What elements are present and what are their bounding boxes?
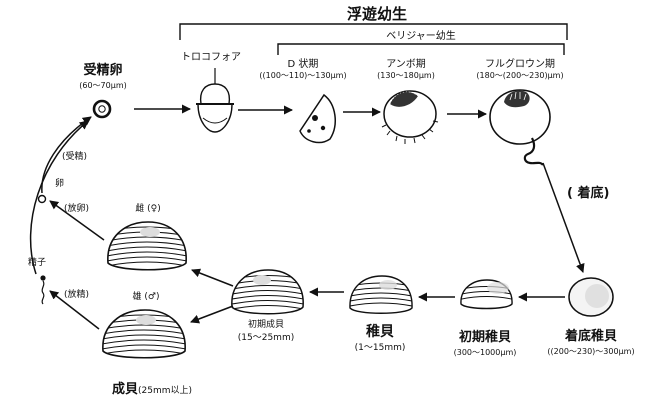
planktonic-bracket	[179, 23, 568, 40]
d-shaped-larva-icon	[299, 93, 336, 144]
juvenile-label: 稚貝	[366, 324, 394, 340]
adult-label: 成貝(25mm以上)	[112, 379, 192, 397]
umbo-larva-icon	[381, 90, 439, 144]
male-adult-shell-icon	[102, 309, 186, 359]
d-shaped-size: ((100〜110)〜130μm)	[259, 71, 347, 80]
early-juvenile-shell-icon	[460, 279, 513, 310]
pediveliger-size: (180〜(200〜230)μm)	[476, 71, 564, 80]
fertilized-egg-label: 受精卵	[83, 63, 123, 78]
female-adult-shell-icon	[107, 221, 187, 271]
umbo-label: アンボ期	[386, 59, 426, 70]
adult-name: 成貝	[112, 382, 139, 397]
adult-size: (25mm以上)	[138, 386, 193, 396]
veliger-larva-label: ベリジャー幼生	[386, 31, 456, 42]
early-juvenile-size: (300〜1000μm)	[453, 348, 517, 357]
settled-spat-label: 着底稚貝	[564, 329, 618, 344]
pediveliger-icon	[489, 89, 551, 166]
early-adult-shell-icon	[231, 269, 304, 315]
spawning-eggs-label: (放卵)	[64, 204, 90, 214]
umbo-size: (130〜180μm)	[377, 71, 435, 80]
egg-icon	[37, 194, 47, 204]
d-shaped-label: D 状期	[287, 59, 319, 70]
male-label: 雄 (♂)	[132, 292, 160, 302]
trochophore-label: トロコフォア	[181, 52, 241, 63]
fertilized-egg-size: (60〜70μm)	[79, 81, 127, 90]
early-juvenile-label: 初期稚貝	[458, 330, 512, 345]
sperm-icon	[40, 275, 46, 305]
flow-arrows	[29, 104, 585, 330]
settled-spat-icon	[568, 277, 614, 317]
settled-spat-size: ((200〜230)〜300μm)	[547, 347, 635, 356]
egg-label: 卵	[55, 179, 65, 189]
juvenile-shell-icon	[349, 275, 413, 314]
spawning-sperm-label: (放精)	[64, 290, 90, 300]
pediveliger-label: フルグロウン期	[485, 59, 555, 70]
female-label: 雌 (♀)	[135, 204, 161, 214]
juvenile-size: (1〜15mm)	[354, 343, 406, 353]
sperm-label: 精子	[28, 258, 47, 268]
early-adult-size: (15〜25mm)	[237, 333, 295, 343]
planktonic-larva-label: 浮遊幼生	[346, 5, 408, 23]
fertilized-egg-icon	[92, 99, 112, 119]
early-adult-label: 初期成貝	[247, 320, 285, 330]
fertilization-label: (受精)	[62, 152, 88, 162]
veliger-bracket	[277, 43, 565, 55]
trochophore-icon	[196, 68, 234, 133]
settlement-label: ( 着底)	[567, 186, 610, 201]
